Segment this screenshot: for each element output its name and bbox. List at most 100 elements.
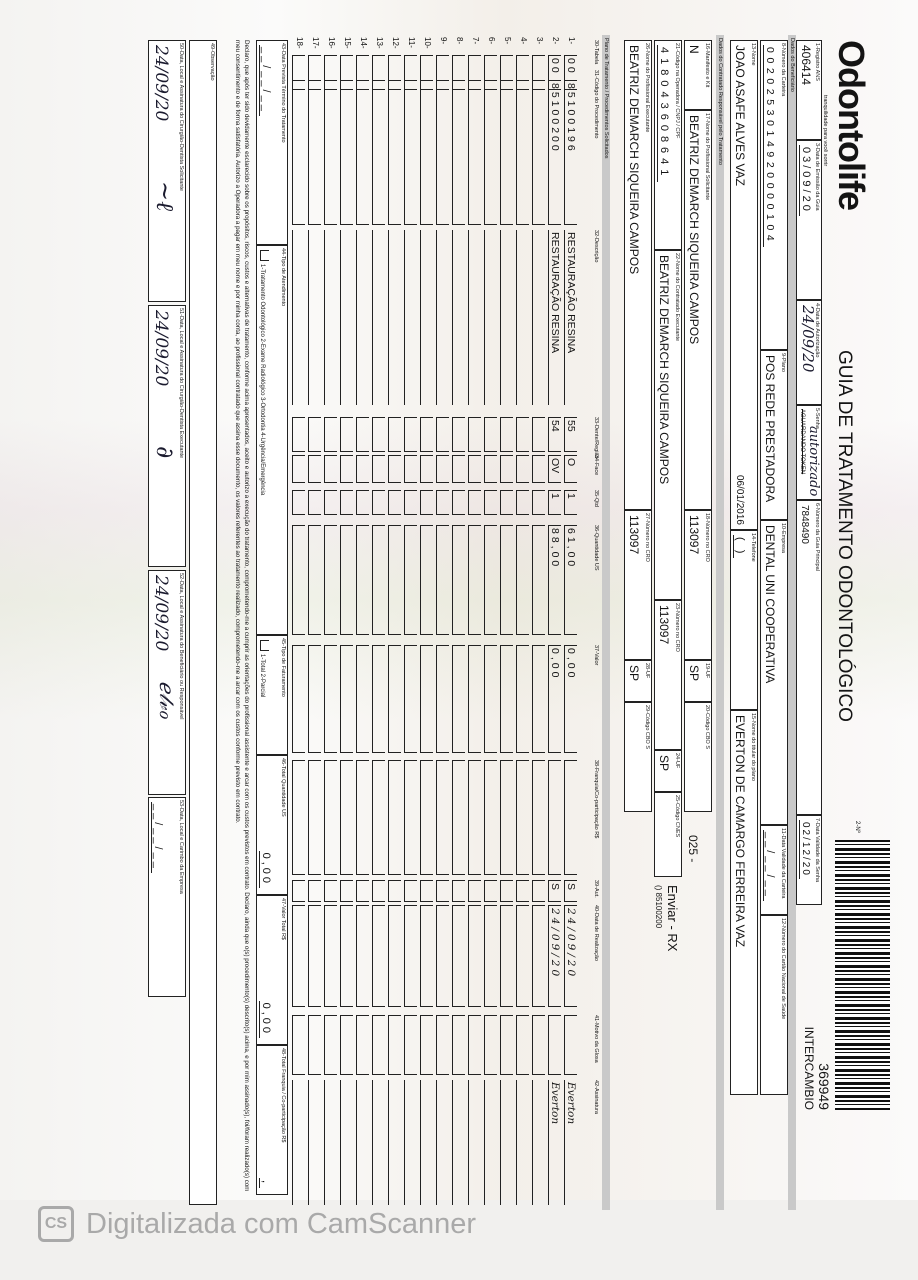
cell-motivo[interactable] <box>308 1015 321 1075</box>
cell-qtd_us[interactable] <box>388 525 401 635</box>
cell-qtd[interactable] <box>340 490 353 515</box>
cell-assinatura[interactable] <box>436 1080 449 1205</box>
cell-aut[interactable] <box>308 880 321 902</box>
cell-codigo[interactable] <box>484 80 497 225</box>
cell-valor[interactable] <box>516 645 529 753</box>
field-cbo-executing[interactable]: 29-Código CBO S <box>624 702 652 812</box>
cell-codigo[interactable] <box>436 80 449 225</box>
cell-face[interactable]: OV <box>548 455 561 483</box>
cell-dente[interactable] <box>468 417 481 452</box>
field-cbo-requesting[interactable]: 20-Código CBO S <box>684 702 712 812</box>
cell-descricao[interactable] <box>516 230 529 405</box>
cell-data[interactable] <box>420 905 433 1007</box>
cell-assinatura[interactable] <box>372 1080 385 1205</box>
cell-aut[interactable] <box>404 880 417 902</box>
cell-qtd[interactable] <box>388 490 401 515</box>
cell-motivo[interactable] <box>420 1015 433 1075</box>
cell-assinatura[interactable] <box>308 1080 321 1205</box>
cell-codigo[interactable]: 85100200 <box>548 80 561 225</box>
cell-assinatura[interactable] <box>356 1080 369 1205</box>
cell-assinatura[interactable] <box>420 1080 433 1205</box>
cell-franquia[interactable] <box>356 760 369 875</box>
cell-valor[interactable]: 0,00 <box>548 645 561 753</box>
cell-valor[interactable] <box>308 645 321 753</box>
cell-qtd[interactable] <box>420 490 433 515</box>
cell-codigo[interactable] <box>404 80 417 225</box>
cell-franquia[interactable] <box>372 760 385 875</box>
cell-franquia[interactable] <box>292 760 305 875</box>
cell-assinatura[interactable] <box>388 1080 401 1205</box>
cell-qtd_us[interactable] <box>308 525 321 635</box>
cell-qtd[interactable] <box>436 490 449 515</box>
cell-dente[interactable] <box>420 417 433 452</box>
cell-dente[interactable] <box>532 417 545 452</box>
cell-qtd[interactable]: 1 <box>564 490 577 515</box>
cell-qtd[interactable] <box>516 490 529 515</box>
cell-aut[interactable] <box>500 880 513 902</box>
cell-valor[interactable] <box>468 645 481 753</box>
cell-descricao[interactable] <box>452 230 465 405</box>
cell-assinatura[interactable] <box>404 1080 417 1205</box>
cell-codigo[interactable] <box>308 80 321 225</box>
cell-franquia[interactable] <box>468 760 481 875</box>
field-phone[interactable]: 14-Telefone( ) <box>730 530 758 710</box>
cell-qtd_us[interactable] <box>436 525 449 635</box>
cell-dente[interactable] <box>324 417 337 452</box>
cell-valor[interactable] <box>292 645 305 753</box>
cell-aut[interactable] <box>484 880 497 902</box>
cell-qtd_us[interactable] <box>532 525 545 635</box>
field-card-validity[interactable]: 11-Data Validade da Carteira__/__/__ <box>760 825 788 915</box>
cell-data[interactable] <box>484 905 497 1007</box>
cell-data[interactable] <box>356 905 369 1007</box>
cell-qtd[interactable] <box>292 490 305 515</box>
cell-qtd[interactable] <box>404 490 417 515</box>
cell-face[interactable] <box>484 455 497 483</box>
cell-aut[interactable] <box>420 880 433 902</box>
cell-qtd_us[interactable] <box>324 525 337 635</box>
cell-data[interactable] <box>292 905 305 1007</box>
cell-motivo[interactable] <box>292 1015 305 1075</box>
cell-descricao[interactable]: RESTAURAÇÃO RESINA <box>564 230 577 405</box>
cell-dente[interactable] <box>404 417 417 452</box>
cell-descricao[interactable] <box>340 230 353 405</box>
cell-valor[interactable] <box>532 645 545 753</box>
cell-descricao[interactable] <box>388 230 401 405</box>
cell-qtd_us[interactable] <box>516 525 529 635</box>
cell-assinatura[interactable] <box>292 1080 305 1205</box>
signature-requesting-dentist[interactable]: 50-Data, Local e Assinatura do Cirurgião… <box>148 40 186 302</box>
cell-qtd[interactable] <box>452 490 465 515</box>
cell-franquia[interactable] <box>452 760 465 875</box>
cell-qtd_us[interactable] <box>372 525 385 635</box>
cell-data[interactable]: 24/09/20 <box>564 905 577 1007</box>
cell-aut[interactable] <box>372 880 385 902</box>
cell-motivo[interactable] <box>324 1015 337 1075</box>
cell-valor[interactable] <box>452 645 465 753</box>
cell-data[interactable] <box>324 905 337 1007</box>
cell-franquia[interactable] <box>324 760 337 875</box>
cell-valor[interactable] <box>484 645 497 753</box>
cell-valor[interactable]: 0,00 <box>564 645 577 753</box>
cell-descricao[interactable] <box>436 230 449 405</box>
cell-qtd[interactable] <box>356 490 369 515</box>
cell-assinatura[interactable]: Everton <box>548 1080 561 1205</box>
cell-qtd_us[interactable] <box>356 525 369 635</box>
cell-motivo[interactable] <box>468 1015 481 1075</box>
cell-qtd[interactable] <box>468 490 481 515</box>
cell-qtd[interactable] <box>308 490 321 515</box>
cell-codigo[interactable]: 85100196 <box>564 80 577 225</box>
cell-data[interactable] <box>452 905 465 1007</box>
